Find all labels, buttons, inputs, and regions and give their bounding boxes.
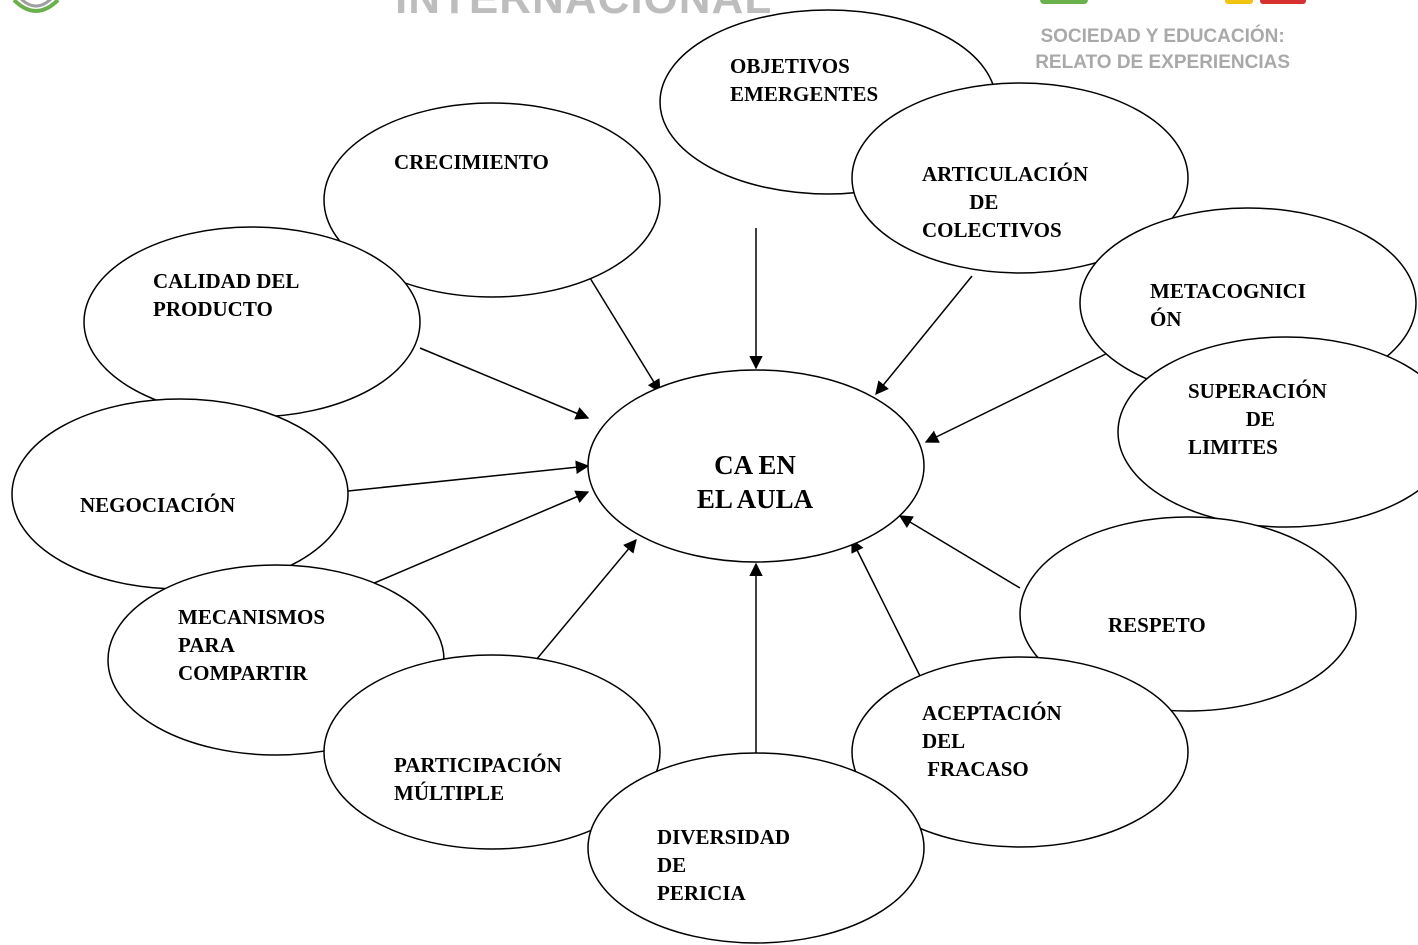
node-label-mecanismos: MECANISMOS PARA COMPARTIR [178, 603, 325, 687]
node-label-negociacion: NEGOCIACIÓN [80, 491, 235, 519]
node-line: SUPERACIÓN [1188, 379, 1327, 403]
node-label-diversidad: DIVERSIDAD DE PERICIA [657, 823, 790, 907]
arrow-metacognicion-to-center [924, 347, 1119, 443]
ellipse-diversidad [587, 752, 925, 944]
node-line: CALIDAD DEL [153, 269, 300, 293]
arrow-mecanismos-to-center [371, 490, 590, 585]
institution-logo [6, 0, 66, 24]
node-label-calidad: CALIDAD DEL PRODUCTO [153, 267, 299, 323]
node-line: COMPARTIR [178, 661, 308, 685]
node-line: DIVERSIDAD [657, 825, 791, 849]
node-line: DE [1188, 407, 1275, 431]
header-title-fragment: INTERNACIONAL [395, 0, 772, 24]
header-subtitle: SOCIEDAD Y EDUCACIÓN: RELATO DE EXPERIEN… [1035, 24, 1290, 76]
node-line: DE [657, 853, 687, 877]
node-line: MÚLTIPLE [394, 781, 505, 805]
node-line: COLECTIVOS [922, 218, 1062, 242]
node-line: PARA [178, 633, 235, 657]
node-line: METACOGNICI [1150, 279, 1306, 303]
node-line: OBJETIVOS [730, 54, 850, 78]
arrow-crecimiento-to-center [589, 277, 661, 394]
ellipse-aceptacion [851, 656, 1189, 848]
node-line: NEGOCIACIÓN [80, 493, 236, 517]
header-subtitle-line-1: SOCIEDAD Y EDUCACIÓN: [1040, 26, 1285, 47]
ellipse-articulacion [851, 82, 1189, 274]
node-line: EMERGENTES [730, 82, 879, 106]
arrow-respeto-to-center [898, 515, 1021, 589]
node-label-superacion: SUPERACIÓN DE LIMITES [1188, 377, 1327, 461]
node-label-aceptacion: ACEPTACIÓN DEL FRACASO [922, 699, 1062, 783]
node-line: CRECIMIENTO [394, 150, 549, 174]
arrow-articulacion-to-center [875, 275, 973, 396]
node-label-crecimiento: CRECIMIENTO [394, 148, 549, 176]
node-line: RESPETO [1108, 613, 1206, 637]
center-label-line-2: EL AULA [696, 484, 814, 514]
ellipse-crecimiento [323, 102, 661, 298]
event-logo [1020, 0, 1320, 8]
node-line: LIMITES [1188, 435, 1278, 459]
node-line: MECANISMOS [178, 605, 326, 629]
arrow-negociacion-to-center [347, 460, 590, 492]
header-subtitle-line-2: RELATO DE EXPERIENCIAS [1035, 52, 1290, 73]
node-line: ARTICULACIÓN [922, 162, 1089, 186]
ellipse-participacion [323, 654, 661, 850]
node-line: FRACASO [922, 757, 1029, 781]
node-line: PARTICIPACIÓN [394, 753, 562, 777]
node-line: PRODUCTO [153, 297, 273, 321]
arrow-calidad-to-center [419, 347, 590, 420]
center-label-line-1: CA EN [714, 450, 796, 480]
node-label-metacognicion: METACOGNICI ÓN [1150, 277, 1306, 333]
arrow-aceptacion-to-center [851, 538, 925, 685]
node-line: PERICIA [657, 881, 746, 905]
ellipse-superacion [1117, 336, 1418, 528]
node-line: ÓN [1150, 307, 1182, 331]
node-line: DEL [922, 729, 966, 753]
ellipse-respeto [1019, 516, 1357, 712]
center-node-label: CA EN EL AULA [670, 448, 840, 516]
node-line: ACEPTACIÓN [922, 701, 1062, 725]
node-label-participacion: PARTICIPACIÓN MÚLTIPLE [394, 751, 562, 807]
ellipse-center [587, 369, 925, 563]
node-label-articulacion: ARTICULACIÓN DE COLECTIVOS [922, 160, 1088, 244]
node-label-respeto: RESPETO [1108, 611, 1206, 639]
node-label-objetivos: OBJETIVOS EMERGENTES [730, 52, 878, 108]
node-line: DE [922, 190, 999, 214]
